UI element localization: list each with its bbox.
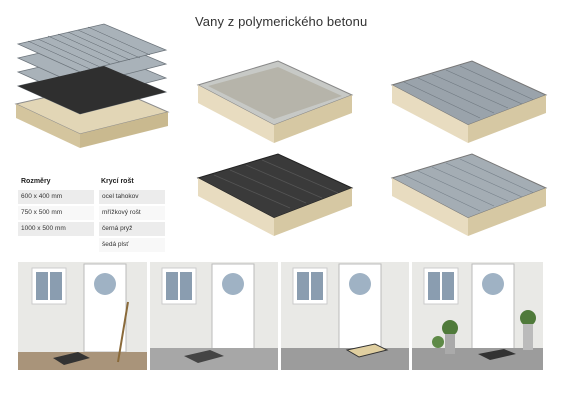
cover-cell: mřížkový rošt xyxy=(99,206,165,220)
cover-cell: černá pryž xyxy=(99,222,165,236)
cover-header: Krycí rošt xyxy=(101,178,134,185)
tray-rubber-mat xyxy=(196,153,354,236)
tray-grid-grate-2 xyxy=(390,153,548,236)
installation-step-1-photo xyxy=(18,262,147,370)
dimension-cell: 1000 x 500 mm xyxy=(18,222,94,236)
tray-expanded-metal xyxy=(196,60,354,143)
installation-step-4-photo xyxy=(412,262,543,370)
cover-cell: ocel tahokov xyxy=(99,190,165,204)
dimension-cell: 750 x 500 mm xyxy=(18,206,94,220)
exploded-tray-illustration xyxy=(14,23,170,148)
page-title: Vany z polymerického betonu xyxy=(195,14,368,29)
dimension-cell: 600 x 400 mm xyxy=(18,190,94,204)
cover-cell: šedá plsť xyxy=(99,238,165,252)
installation-step-3-photo xyxy=(281,262,409,370)
installation-step-2-photo xyxy=(150,262,278,370)
tray-grid-grate xyxy=(390,60,548,143)
dimensions-header: Rozměry xyxy=(21,178,51,185)
